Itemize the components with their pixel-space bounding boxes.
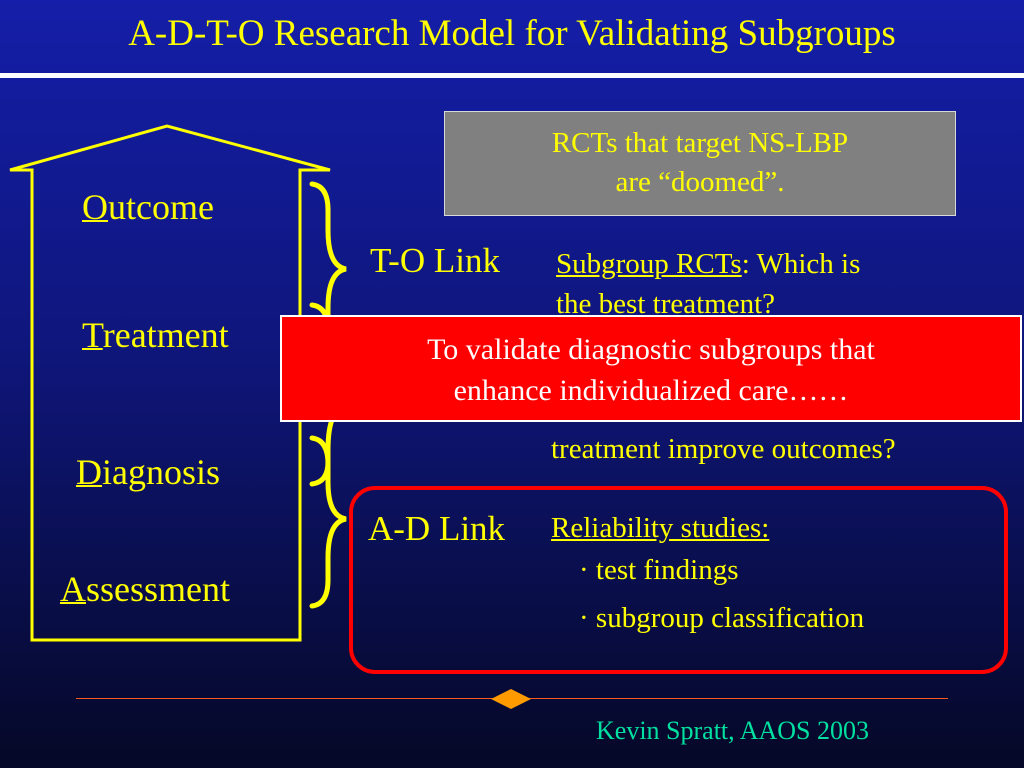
reliability-heading: Reliability studies: bbox=[551, 512, 770, 544]
layer-diagnosis: Diagnosis bbox=[76, 451, 220, 493]
layer-treatment-rest: reatment bbox=[102, 315, 229, 355]
validation-banner: To validate diagnostic subgroups that en… bbox=[280, 315, 1022, 422]
treatment-outcomes-line: treatment improve outcomes? bbox=[551, 433, 896, 465]
layer-treatment: Treatment bbox=[82, 314, 229, 356]
layer-treatment-initial: T bbox=[82, 315, 103, 355]
doomed-callout: RCTs that target NS-LBP are “doomed”. bbox=[444, 111, 956, 216]
layer-outcome: Outcome bbox=[82, 186, 214, 228]
layer-outcome-rest: utcome bbox=[108, 187, 214, 227]
to-link-label: T-O Link bbox=[370, 241, 500, 280]
ad-link-highlight-box bbox=[349, 486, 1008, 674]
reliability-studies: Reliability studies: · test findings · s… bbox=[551, 510, 864, 642]
slide-title: A-D-T-O Research Model for Validating Su… bbox=[128, 13, 896, 54]
layer-assessment-initial: A bbox=[60, 569, 86, 609]
diamond-ornament-icon bbox=[491, 689, 531, 709]
subgroup-rcts-colon: : bbox=[741, 248, 750, 280]
doomed-callout-line1: RCTs that target NS-LBP bbox=[551, 127, 849, 159]
ad-link-brace bbox=[309, 435, 347, 609]
layer-assessment-rest: ssessment bbox=[86, 569, 230, 609]
layer-assessment: Assessment bbox=[60, 568, 230, 610]
subgroup-rcts-line1-rest: Which is bbox=[749, 248, 861, 280]
title-divider bbox=[0, 73, 1024, 78]
reliability-item: · subgroup classification bbox=[579, 602, 865, 634]
validation-banner-line2: enhance individualized care…… bbox=[453, 374, 849, 407]
validation-banner-line1: To validate diagnostic subgroups that bbox=[427, 333, 875, 366]
layer-diagnosis-initial: D bbox=[76, 452, 102, 492]
subgroup-rcts-heading: Subgroup RCTs bbox=[556, 248, 742, 280]
subgroup-rcts-text: Subgroup RCTs: Which is the best treatme… bbox=[556, 244, 996, 324]
layer-diagnosis-rest: iagnosis bbox=[102, 452, 221, 492]
subgroup-rcts-line2: the best treatment? bbox=[556, 288, 776, 320]
doomed-callout-line2: are “doomed”. bbox=[615, 166, 785, 198]
author-credit: Kevin Spratt, AAOS 2003 bbox=[596, 716, 869, 745]
ad-link-label: A-D Link bbox=[368, 509, 506, 548]
reliability-item: · test findings bbox=[579, 554, 739, 586]
subgroup-rcts-line1: Subgroup RCTs: Which is bbox=[556, 244, 996, 284]
layer-outcome-initial: O bbox=[82, 187, 108, 227]
